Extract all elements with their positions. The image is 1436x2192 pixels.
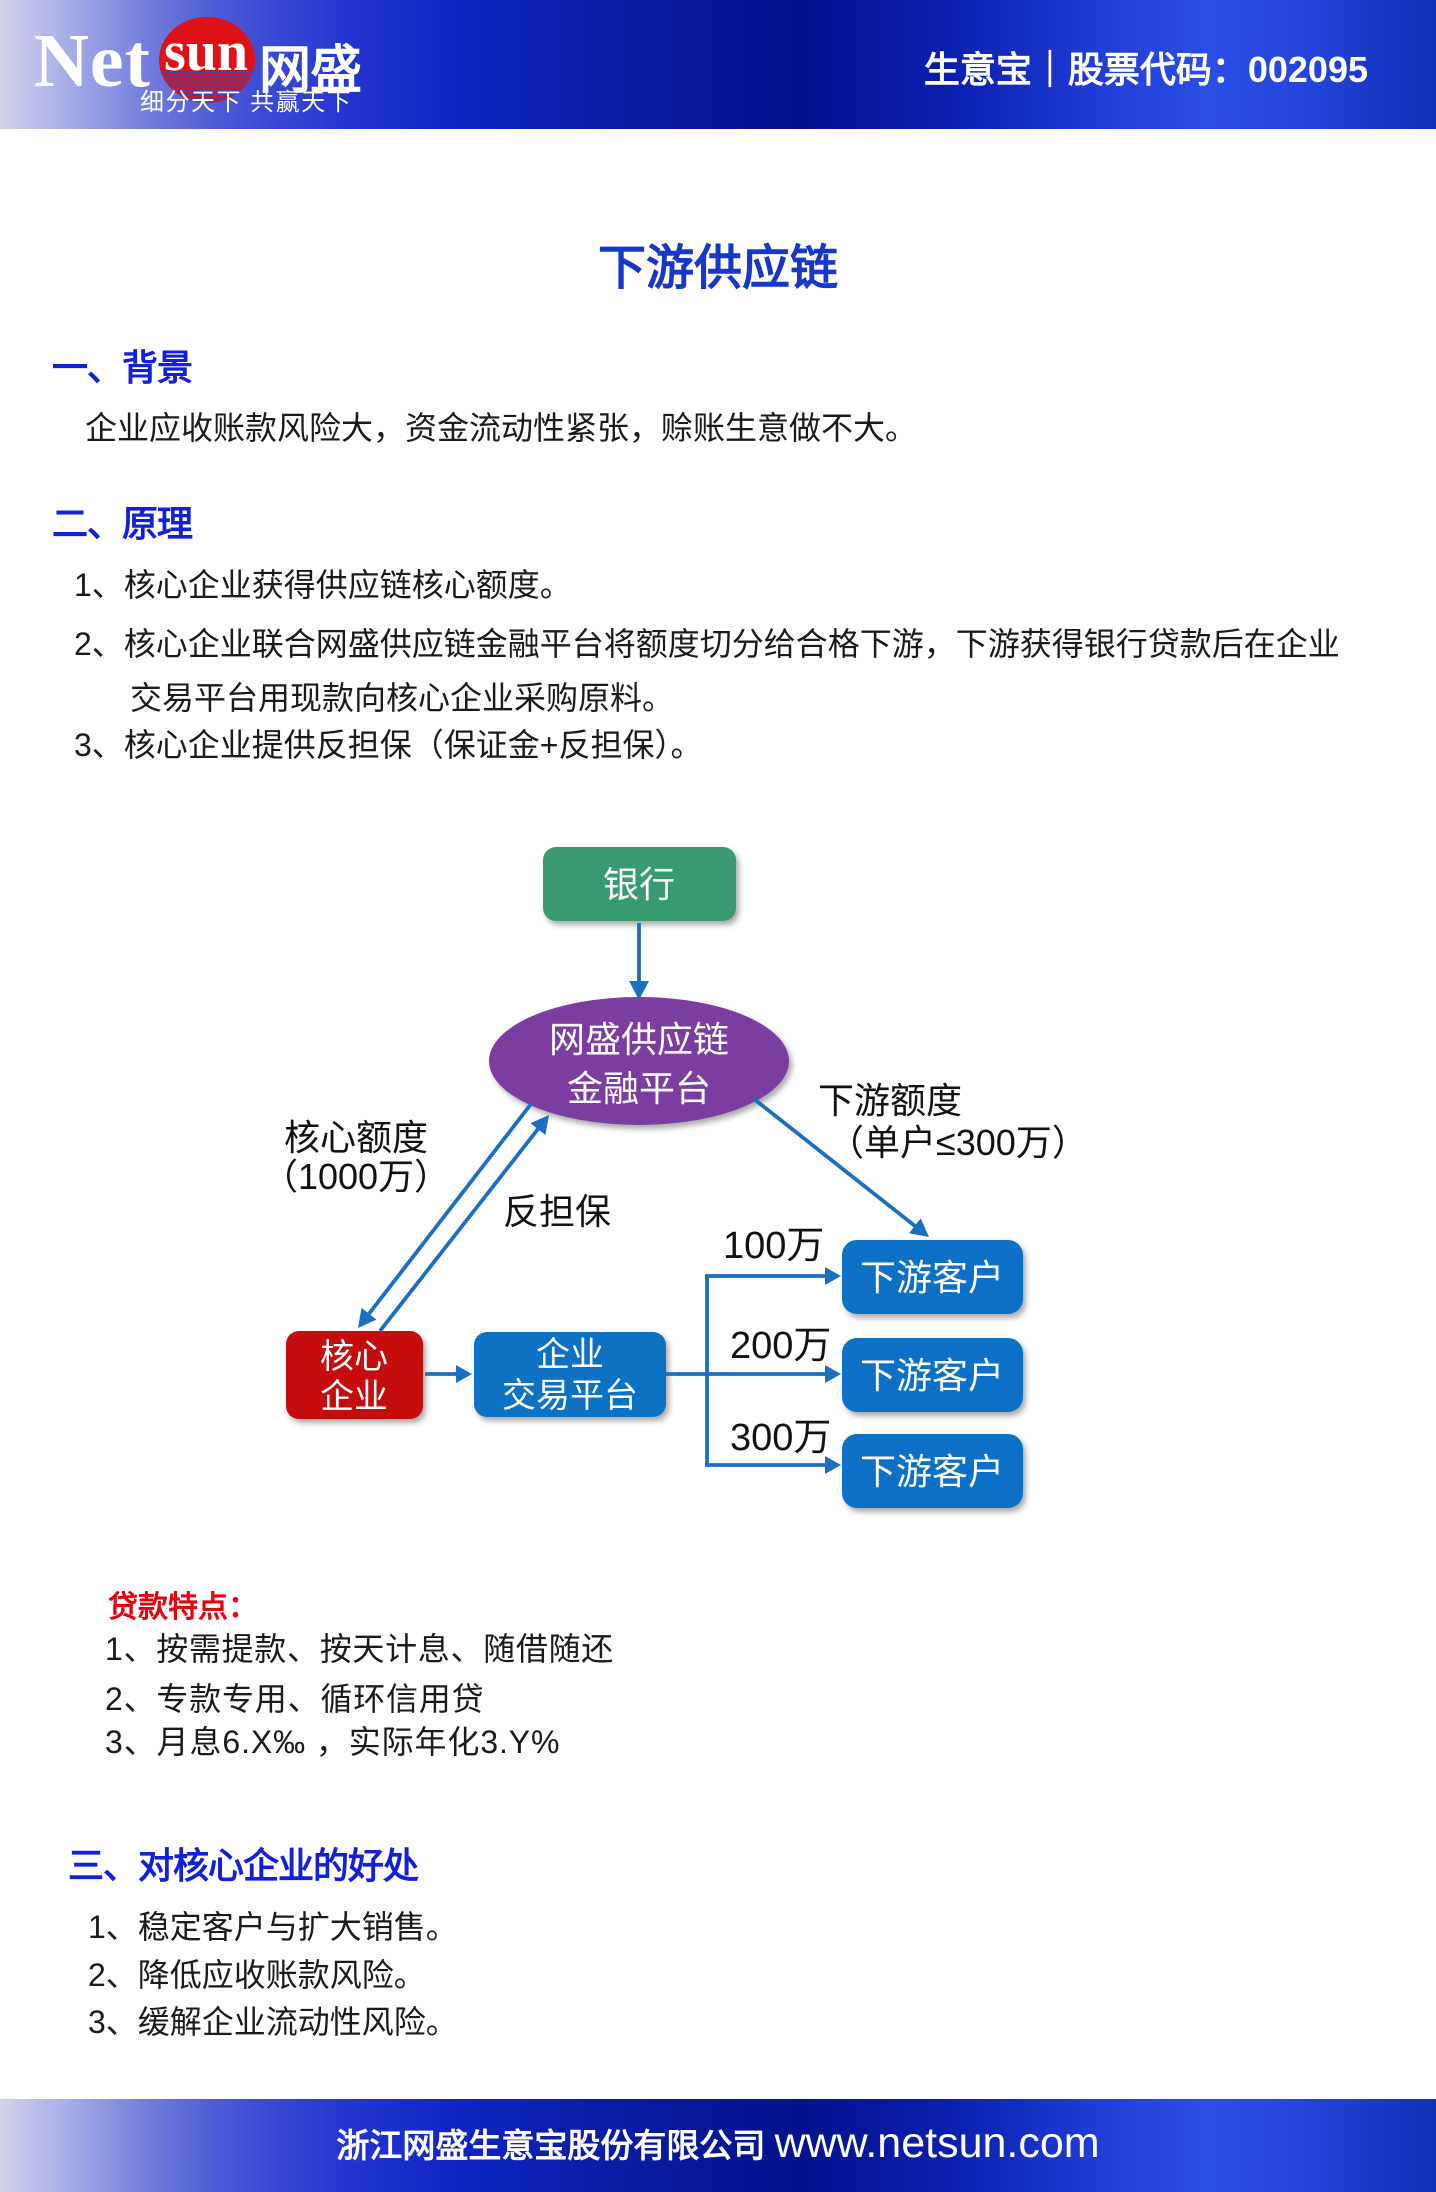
svg-text:下游客户: 下游客户: [860, 1355, 1004, 1396]
svg-text:网盛: 网盛: [259, 42, 361, 100]
svg-text:核心: 核心: [320, 1338, 388, 1376]
svg-text:金融平台: 金融平台: [567, 1068, 711, 1109]
svg-text:下游额度: 下游额度: [818, 1080, 962, 1121]
svg-text:银行: 银行: [603, 864, 675, 905]
svg-text:企业: 企业: [320, 1378, 388, 1416]
svg-text:企业: 企业: [536, 1336, 604, 1374]
svg-text:细分天下 共赢天下: 细分天下 共赢天下: [140, 89, 352, 116]
svg-text:Net: Net: [34, 19, 151, 103]
svg-text:（单户≤300万）: （单户≤300万）: [828, 1122, 1088, 1163]
svg-text:下游客户: 下游客户: [860, 1257, 1004, 1298]
svg-text:100万: 100万: [723, 1225, 824, 1267]
svg-text:反担保: 反担保: [503, 1191, 611, 1232]
svg-text:网盛供应链: 网盛供应链: [549, 1019, 729, 1060]
svg-text:下游客户: 下游客户: [860, 1451, 1004, 1492]
svg-text:200万: 200万: [730, 1325, 831, 1367]
svg-text:（1000万）: （1000万）: [262, 1156, 450, 1197]
svg-text:sun: sun: [164, 21, 248, 83]
svg-text:核心额度: 核心额度: [284, 1117, 428, 1158]
svg-text:300万: 300万: [730, 1417, 831, 1459]
svg-text:交易平台: 交易平台: [502, 1377, 638, 1415]
